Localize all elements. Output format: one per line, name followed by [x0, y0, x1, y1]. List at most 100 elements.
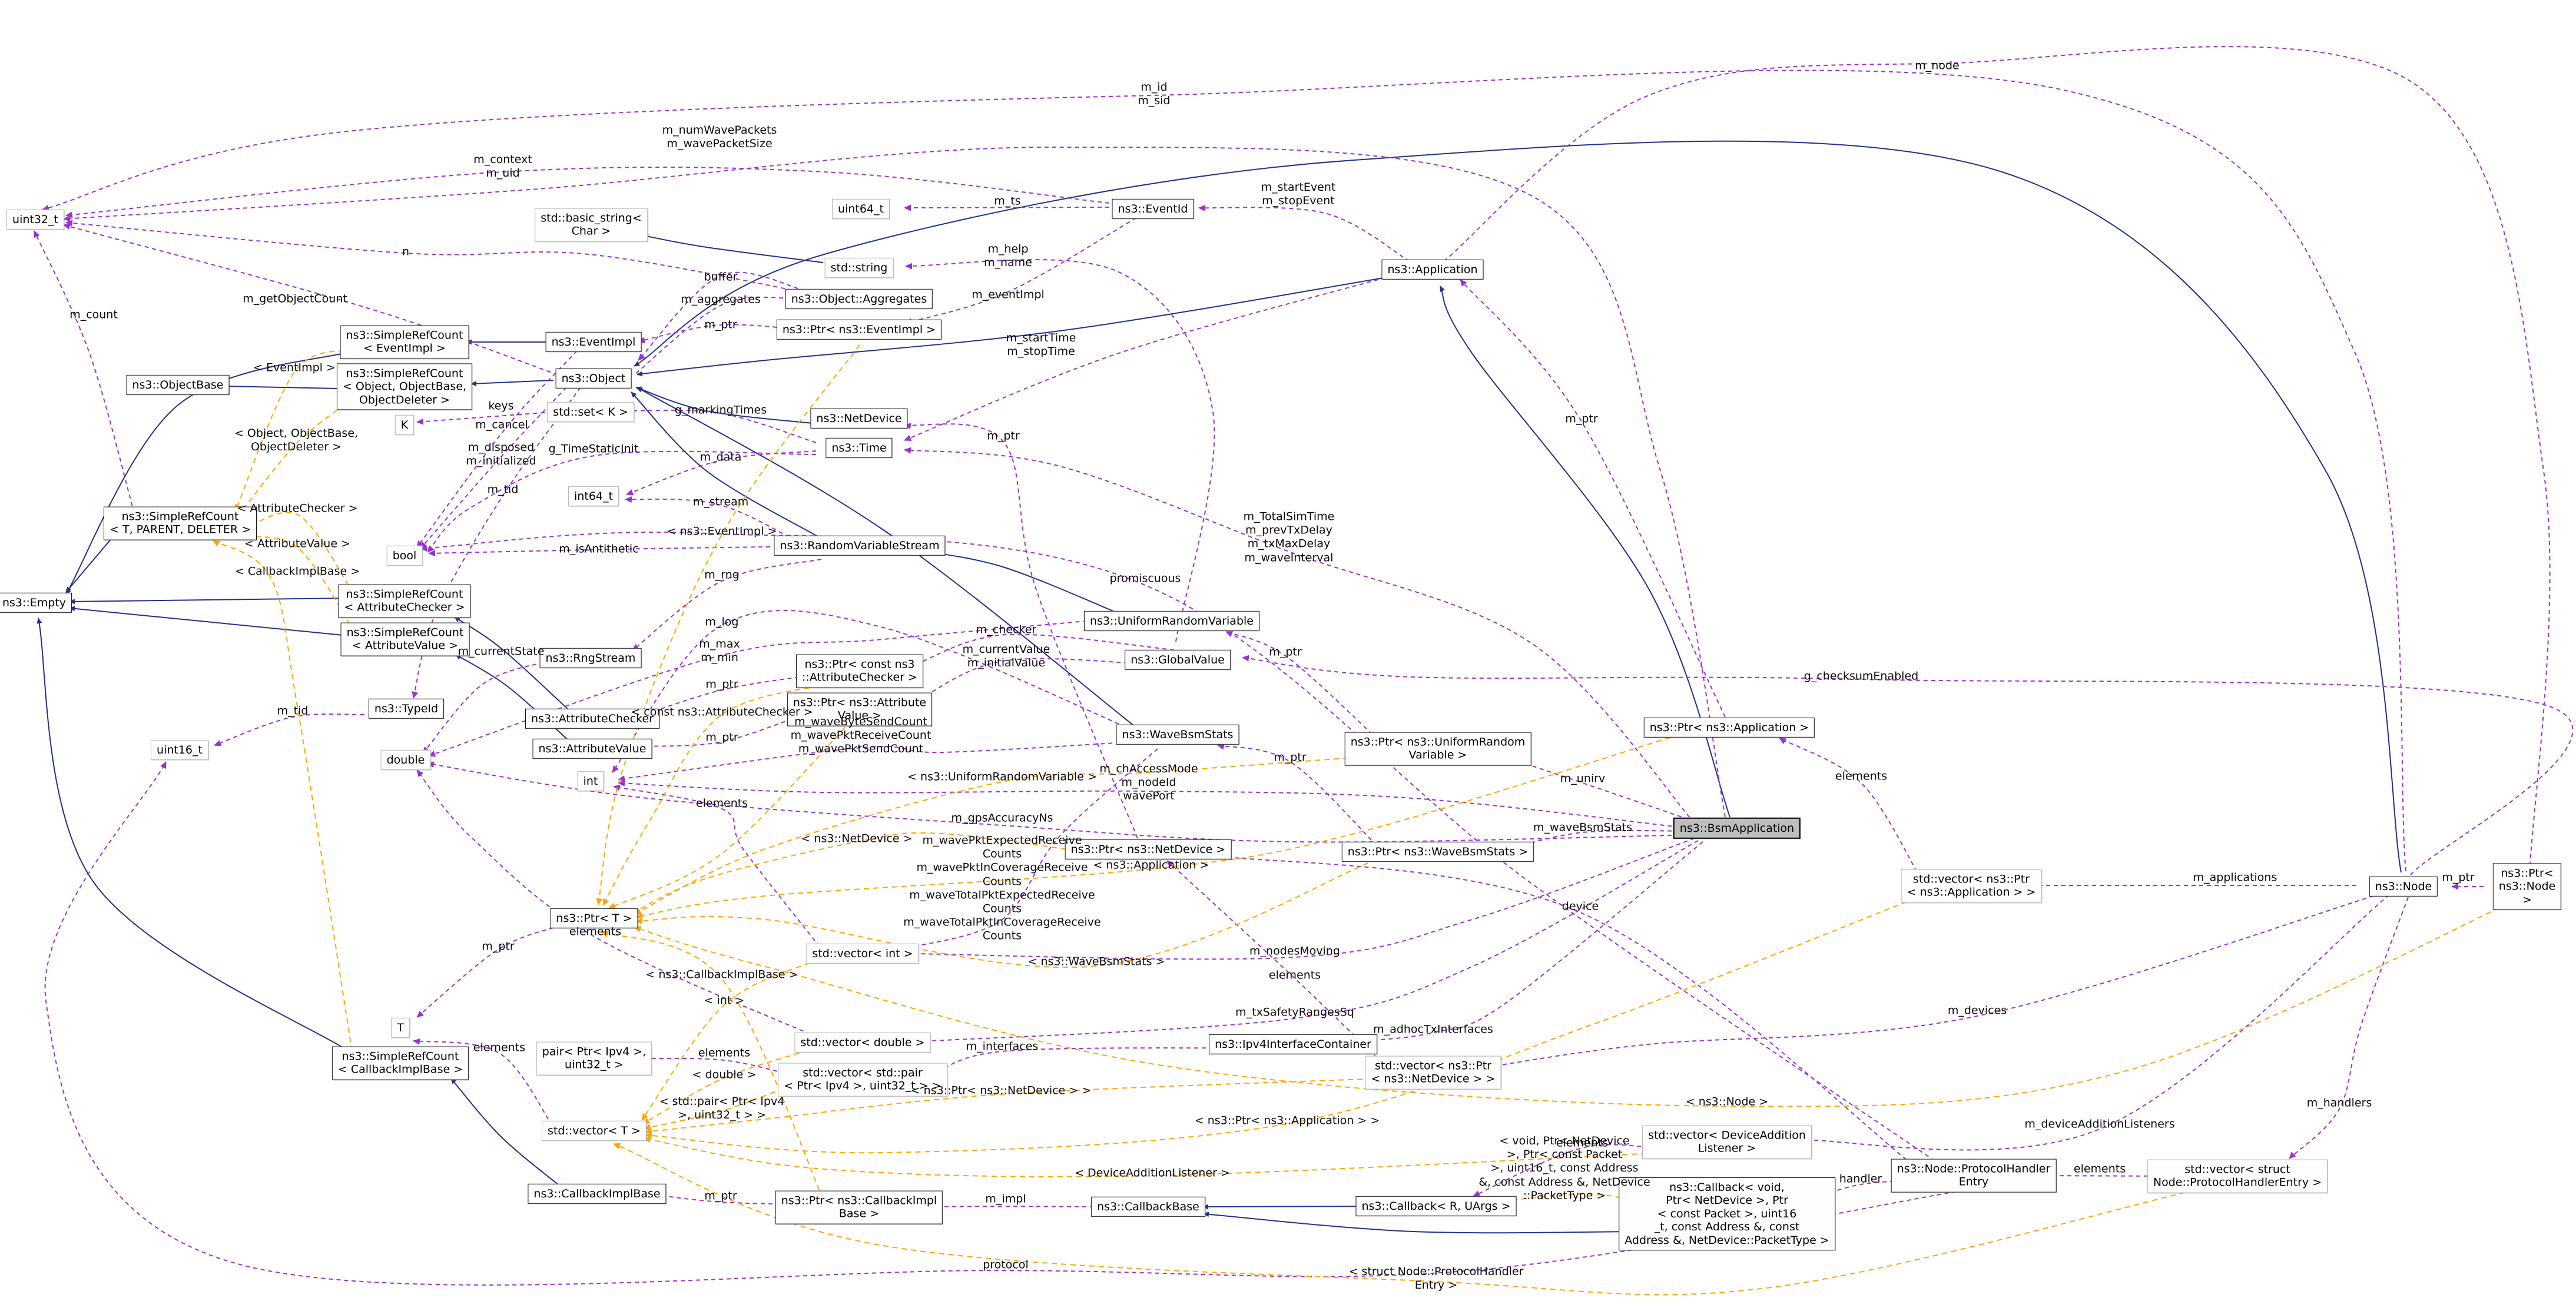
class-box-ipv4ic[interactable]: ns3::Ipv4InterfaceContainer: [1209, 1034, 1377, 1055]
edge-label: m_count: [69, 308, 118, 321]
class-box-time[interactable]: ns3::Time: [825, 437, 893, 459]
class-box-vecint[interactable]: std::vector< int >: [806, 943, 919, 964]
member-edge: [638, 324, 815, 344]
class-box-ptrcib[interactable]: ns3::Ptr< ns3::CallbackImpl Base >: [775, 1190, 943, 1224]
member-edge: [638, 271, 806, 361]
class-box-aggregates[interactable]: ns3::Object::Aggregates: [785, 288, 933, 310]
class-box-srctpd[interactable]: ns3::SimpleRefCount < T, PARENT, DELETER…: [104, 506, 257, 540]
class-box-basicstring[interactable]: std::basic_string< Char >: [535, 208, 648, 242]
class-box-bool[interactable]: bool: [386, 545, 423, 566]
class-box-typeid[interactable]: ns3::TypeId: [368, 698, 445, 719]
class-box-ptrwbs[interactable]: ns3::Ptr< ns3::WaveBsmStats >: [1341, 841, 1534, 862]
class-box-ptrav[interactable]: ns3::Ptr< ns3::Attribute Value >: [787, 692, 933, 726]
class-box-ptrapp[interactable]: ns3::Ptr< ns3::Application >: [1643, 717, 1815, 738]
class-box-callbackr[interactable]: ns3::Callback< R, UArgs >: [1355, 1196, 1517, 1217]
member-edge: [1350, 841, 1703, 1045]
member-edge: [42, 69, 2406, 872]
class-box-uint32[interactable]: uint32_t: [6, 209, 64, 230]
class-box-attrvalue[interactable]: ns3::AttributeValue: [532, 738, 652, 759]
class-box-srceventimpl[interactable]: ns3::SimpleRefCount < EventImpl >: [340, 325, 469, 359]
inheritance-edge: [37, 618, 352, 1053]
class-box-vect[interactable]: std::vector< T >: [541, 1120, 647, 1141]
class-box-vecdal[interactable]: std::vector< DeviceAddition Listener >: [1642, 1125, 1812, 1159]
edge-label: < int >: [704, 994, 745, 1007]
class-box-wavebsmstats[interactable]: ns3::WaveBsmStats: [1116, 724, 1239, 745]
class-box-rngstream[interactable]: ns3::RngStream: [539, 648, 642, 669]
class-box-netdevice[interactable]: ns3::NetDevice: [810, 408, 908, 429]
class-box-vecpair[interactable]: std::vector< std::pair < Ptr< Ipv4 >, ui…: [778, 1063, 947, 1097]
class-box-callbackvoid[interactable]: ns3::Callback< void, Ptr< NetDevice >, P…: [1619, 1177, 1835, 1251]
class-box-label: ns3::Ptr< const ns3 ::AttributeChecker >: [802, 658, 917, 684]
class-box-eventimpl[interactable]: ns3::EventImpl: [545, 331, 642, 353]
class-box-label: ns3::ObjectBase: [132, 378, 224, 391]
class-box-k[interactable]: K: [394, 414, 415, 436]
class-box-ptrcac[interactable]: ns3::Ptr< const ns3 ::AttributeChecker >: [796, 654, 923, 688]
class-box-attrchecker[interactable]: ns3::AttributeChecker: [525, 708, 659, 729]
class-box-cib[interactable]: ns3::CallbackImplBase: [528, 1183, 667, 1204]
class-box-phe[interactable]: ns3::Node::ProtocolHandler Entry: [1891, 1159, 2057, 1193]
class-box-stdstring[interactable]: std::string: [824, 257, 894, 278]
class-box-ptreventimpl[interactable]: ns3::Ptr< ns3::EventImpl >: [776, 319, 942, 340]
class-box-rvs[interactable]: ns3::RandomVariableStream: [774, 535, 946, 556]
class-box-ptrt[interactable]: ns3::Ptr< T >: [550, 908, 638, 929]
template-edge: [635, 859, 1377, 968]
class-box-label: ns3::SimpleRefCount < AttributeValue >: [346, 626, 464, 652]
member-edge: [1779, 738, 1921, 879]
class-box-srcav[interactable]: ns3::SimpleRefCount < AttributeValue >: [340, 622, 470, 656]
inheritance-edge: [1203, 1212, 1639, 1234]
edge-label: m_node: [1915, 59, 1960, 72]
edge-label: m_deviceAdditionListeners: [2024, 1117, 2175, 1131]
class-box-setk[interactable]: std::set< K >: [547, 401, 634, 423]
edge-label: m_interfaces: [966, 1040, 1039, 1053]
class-box-t[interactable]: T: [391, 1017, 410, 1038]
class-box-label: std::vector< struct Node::ProtocolHandle…: [2153, 1163, 2322, 1189]
edge-label: n: [402, 245, 410, 258]
class-box-uint16[interactable]: uint16_t: [151, 739, 208, 761]
edge-label: < CallbackImplBase >: [234, 565, 360, 578]
class-box-srcac[interactable]: ns3::SimpleRefCount < AttributeChecker >: [338, 584, 471, 618]
class-box-empty[interactable]: ns3::Empty: [0, 592, 72, 613]
class-box-uint64[interactable]: uint64_t: [832, 198, 890, 220]
class-box-label: std::vector< DeviceAddition Listener >: [1648, 1129, 1806, 1155]
class-box-label: ns3::SimpleRefCount < T, PARENT, DELETER…: [110, 510, 251, 536]
class-box-ptrnode[interactable]: ns3::Ptr< ns3::Node >: [2492, 863, 2562, 910]
member-edge: [913, 658, 1175, 703]
class-box-int64[interactable]: int64_t: [568, 486, 619, 507]
class-box-pair[interactable]: pair< Ptr< Ipv4 >, uint32_t >: [536, 1041, 652, 1076]
class-box-bsmapp[interactable]: ns3::BsmApplication: [1673, 817, 1801, 839]
class-box-vecphe[interactable]: std::vector< struct Node::ProtocolHandle…: [2147, 1159, 2328, 1193]
class-box-label: ns3::Ptr< T >: [556, 911, 632, 925]
class-box-srcobject[interactable]: ns3::SimpleRefCount < Object, ObjectBase…: [336, 363, 473, 410]
class-box-node[interactable]: ns3::Node: [2369, 876, 2438, 897]
class-box-label: pair< Ptr< Ipv4 >, uint32_t >: [542, 1045, 647, 1071]
member-edge: [644, 713, 807, 749]
edge-label: m_aggregates: [681, 293, 761, 306]
edge-label: m_nodesMoving: [1249, 944, 1340, 958]
class-box-globalvalue[interactable]: ns3::GlobalValue: [1125, 649, 1231, 671]
class-box-label: std::vector< double >: [800, 1035, 925, 1049]
class-box-application[interactable]: ns3::Application: [1381, 259, 1484, 280]
class-box-object[interactable]: ns3::Object: [555, 368, 632, 389]
class-box-callbackbase[interactable]: ns3::CallbackBase: [1091, 1196, 1205, 1217]
class-box-srccib[interactable]: ns3::SimpleRefCount < CallbackImplBase >: [331, 1046, 469, 1080]
class-box-ptrnd[interactable]: ns3::Ptr< ns3::NetDevice >: [1065, 839, 1232, 860]
edge-label: m_handlers: [2306, 1096, 2372, 1110]
edge-label: elements: [473, 1041, 526, 1054]
member-edge: [632, 559, 822, 651]
class-box-objectbase[interactable]: ns3::ObjectBase: [126, 374, 230, 396]
edge-label: keys: [488, 399, 514, 413]
edge-label: m_gpsAccuracyNs: [951, 811, 1053, 825]
class-box-vecdouble[interactable]: std::vector< double >: [794, 1032, 931, 1053]
class-box-ptrurv[interactable]: ns3::Ptr< ns3::UniformRandom Variable >: [1344, 732, 1531, 766]
class-box-urv[interactable]: ns3::UniformRandomVariable: [1084, 610, 1259, 632]
class-box-label: ns3::NetDevice: [816, 411, 902, 425]
class-box-eventid[interactable]: ns3::EventId: [1112, 198, 1194, 220]
class-box-vecptrnd[interactable]: std::vector< ns3::Ptr < ns3::NetDevice >…: [1365, 1056, 1501, 1090]
inheritance-edge: [634, 140, 2402, 873]
class-box-double[interactable]: double: [380, 749, 431, 771]
class-box-vecptrapp[interactable]: std::vector< ns3::Ptr < ns3::Application…: [1901, 869, 2042, 903]
class-box-label: ns3::Callback< R, UArgs >: [1361, 1199, 1511, 1213]
class-box-int[interactable]: int: [577, 771, 604, 792]
class-box-label: ns3::TypeId: [374, 702, 439, 715]
